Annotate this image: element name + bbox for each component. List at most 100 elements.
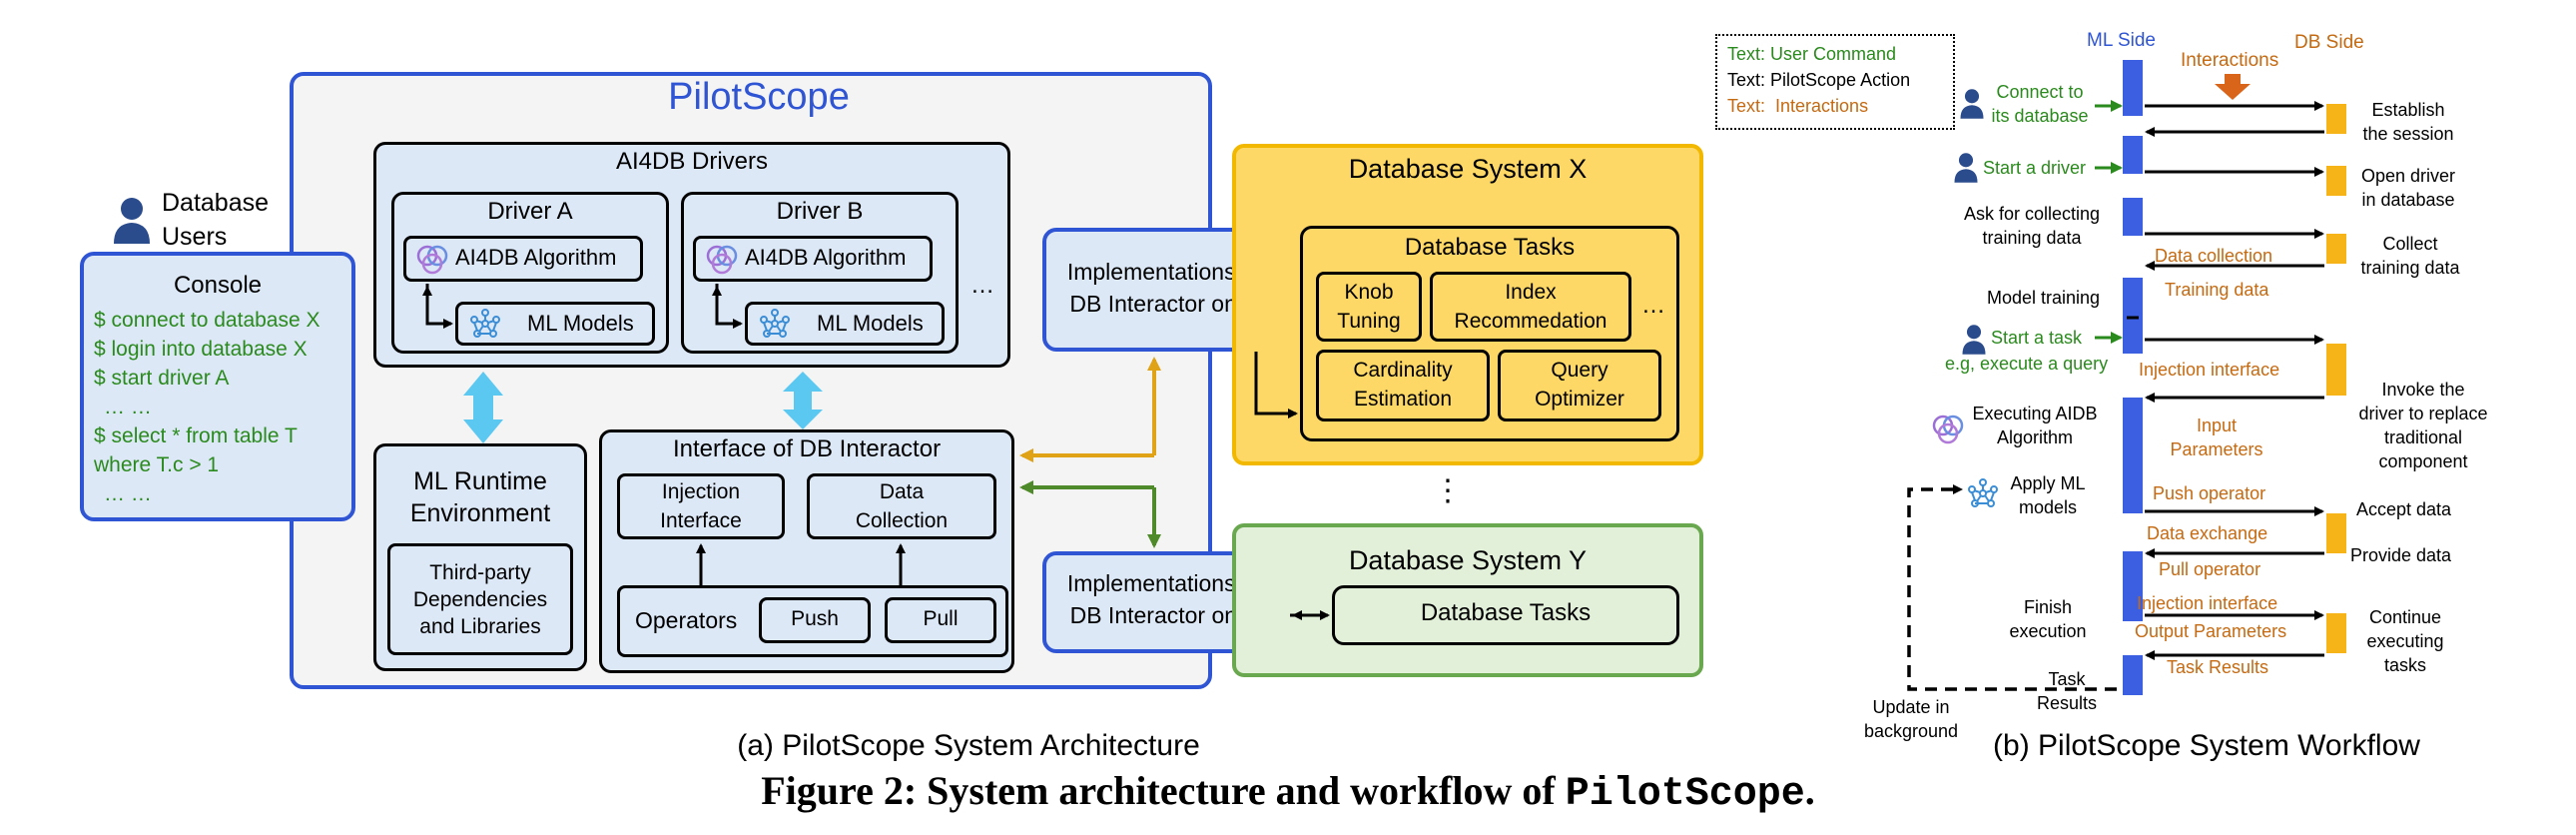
push-operator-interaction: Push operator <box>2153 483 2266 503</box>
knob-tuning-box <box>1316 272 1422 342</box>
legend-user-command: Text: User Command <box>1727 44 1897 64</box>
console-lines: $ connect to database X $ login into dat… <box>94 306 321 508</box>
user-icon <box>1959 88 1985 120</box>
db-side-bar <box>2326 344 2346 396</box>
data-collection-box <box>807 473 996 539</box>
brain-icon <box>1931 412 1965 445</box>
task-results-interaction: Task Results <box>2167 657 2269 677</box>
continue-tasks-label: Continue executing tasks <box>2366 607 2444 675</box>
collect-training-label: Collect training data <box>2360 234 2460 278</box>
db-x-tasks-box <box>1300 226 1679 441</box>
pull-operator-interaction: Pull operator <box>2159 559 2261 579</box>
console-line: $ connect to database X <box>94 309 321 332</box>
knob-tuning-label: Knob Tuning <box>1337 281 1401 333</box>
dependencies-label: Third-party Dependencies and Libraries <box>412 561 548 638</box>
query-optimizer-label: Query Optimizer <box>1535 359 1624 411</box>
accept-data-label: Accept data <box>2356 499 2452 519</box>
invoke-driver-label: Invoke the driver to replace traditional… <box>2358 380 2488 471</box>
console-line: $ login into database X <box>94 338 308 361</box>
driver-b-algorithm-box <box>693 236 933 282</box>
ml-side-label: ML Side <box>2087 30 2156 51</box>
injection-interface-interaction: Injection interface <box>2139 360 2280 380</box>
db-side-bar <box>2326 234 2346 264</box>
ml-side-bar <box>2123 398 2143 513</box>
injection-interface-label: Injection Interface <box>660 480 742 532</box>
db-side-bar <box>2326 166 2346 196</box>
cardinality-estimation-box <box>1316 350 1490 421</box>
ml-network-icon <box>1967 477 1999 509</box>
legend-pilotscope-action: Text: PilotScope Action <box>1727 70 1911 90</box>
user-icon <box>112 196 152 246</box>
user-icon <box>1953 152 1979 184</box>
task-results-left-label: Task Results <box>2036 669 2098 713</box>
workflow-caption: (b) PilotScope System Workflow <box>1993 729 2420 762</box>
ml-side-bar <box>2123 655 2143 695</box>
start-driver-label: Start a driver <box>1983 158 2087 178</box>
pull-operator-box <box>885 597 996 643</box>
db-x-tasks-title: Database Tasks <box>1404 234 1576 261</box>
db-side-bar <box>2326 513 2346 553</box>
driver-a-algorithm-label: AI4DB Algorithm <box>455 245 617 270</box>
ask-training-data-label: Ask for collecting training data <box>1963 204 2101 248</box>
push-operator-box <box>759 597 871 643</box>
console-line: $ start driver A <box>94 367 230 390</box>
index-recommendation-label: Index Recommedation <box>1454 281 1608 333</box>
ml-side-bar <box>2123 278 2143 354</box>
interactions-down-arrow <box>2215 74 2251 100</box>
driver-a-ml-box <box>455 302 655 346</box>
legend-interactions: Text: Interactions <box>1727 96 1869 116</box>
console-title: Console <box>173 272 263 299</box>
driver-b-ml-label: ML Models <box>817 311 924 336</box>
db-y-tasks-label: Database Tasks <box>1420 599 1592 626</box>
db-system-y-title: Database System Y <box>1348 545 1588 575</box>
provide-data-label: Provide data <box>2350 545 2452 565</box>
operators-label: Operators <box>635 607 738 633</box>
data-exchange-interaction: Data exchange <box>2147 523 2268 543</box>
figure-caption: Figure 2: System architecture and workfl… <box>0 767 2576 817</box>
ml-network-icon <box>469 308 501 340</box>
input-parameters-interaction: Input Parameters <box>2170 416 2263 459</box>
db-side-bar <box>2326 104 2346 134</box>
driver-b-box <box>681 192 959 354</box>
cardinality-estimation-label: Cardinality Estimation <box>1353 359 1453 411</box>
brain-icon <box>705 242 739 276</box>
figure-caption-suffix: . <box>1804 768 1815 813</box>
connect-database-label: Connect to its database <box>1991 82 2089 126</box>
execute-query-example: e.g, execute a query <box>1945 354 2109 374</box>
injection-interface-interaction-2: Injection interface <box>2137 593 2278 613</box>
apply-ml-models-label: Apply ML models <box>2010 473 2086 517</box>
data-collection-label: Data Collection <box>855 480 949 532</box>
output-parameters-interaction: Output Parameters <box>2135 621 2287 641</box>
db-y-tasks-box <box>1332 585 1679 645</box>
establish-session-label: Establish the session <box>2362 100 2454 144</box>
open-driver-label: Open driver in database <box>2360 166 2456 210</box>
db-side-bar <box>2326 613 2346 653</box>
driver-a-box <box>391 192 669 354</box>
pull-operator-label: Pull <box>923 607 959 630</box>
db-interactor-interface-title: Interface of DB Interactor <box>672 435 942 462</box>
db-side-label: DB Side <box>2294 32 2364 53</box>
ml-side-bar <box>2123 198 2143 236</box>
brain-icon <box>415 242 449 276</box>
interactions-label: Interactions <box>2181 50 2279 71</box>
ml-side-bar <box>2123 551 2143 621</box>
console-line: where T.c > 1 <box>94 453 220 476</box>
driver-b-algorithm-label: AI4DB Algorithm <box>745 245 907 270</box>
figure-caption-name: PilotScope <box>1565 772 1805 817</box>
vertical-ellipsis: ⋮ <box>1433 474 1463 507</box>
operators-box <box>617 585 1008 657</box>
driver-a-ml-label: ML Models <box>527 311 634 336</box>
ml-runtime-title: ML Runtime Environment <box>409 467 551 527</box>
console-box <box>80 252 355 521</box>
ml-network-icon <box>759 308 791 340</box>
drivers-ellipsis: … <box>970 272 994 299</box>
driver-a-title: Driver A <box>487 198 573 225</box>
ml-runtime-box <box>373 443 587 671</box>
executing-aidb-label: Executing AIDB Algorithm <box>1972 404 2098 447</box>
ml-side-bar <box>2123 60 2143 116</box>
workflow-legend <box>1715 34 1955 130</box>
ml-side-bar <box>2123 136 2143 174</box>
update-background-label: Update in background <box>1863 697 1959 741</box>
user-icon <box>1961 324 1987 356</box>
db-interactor-interface-box <box>599 429 1014 673</box>
